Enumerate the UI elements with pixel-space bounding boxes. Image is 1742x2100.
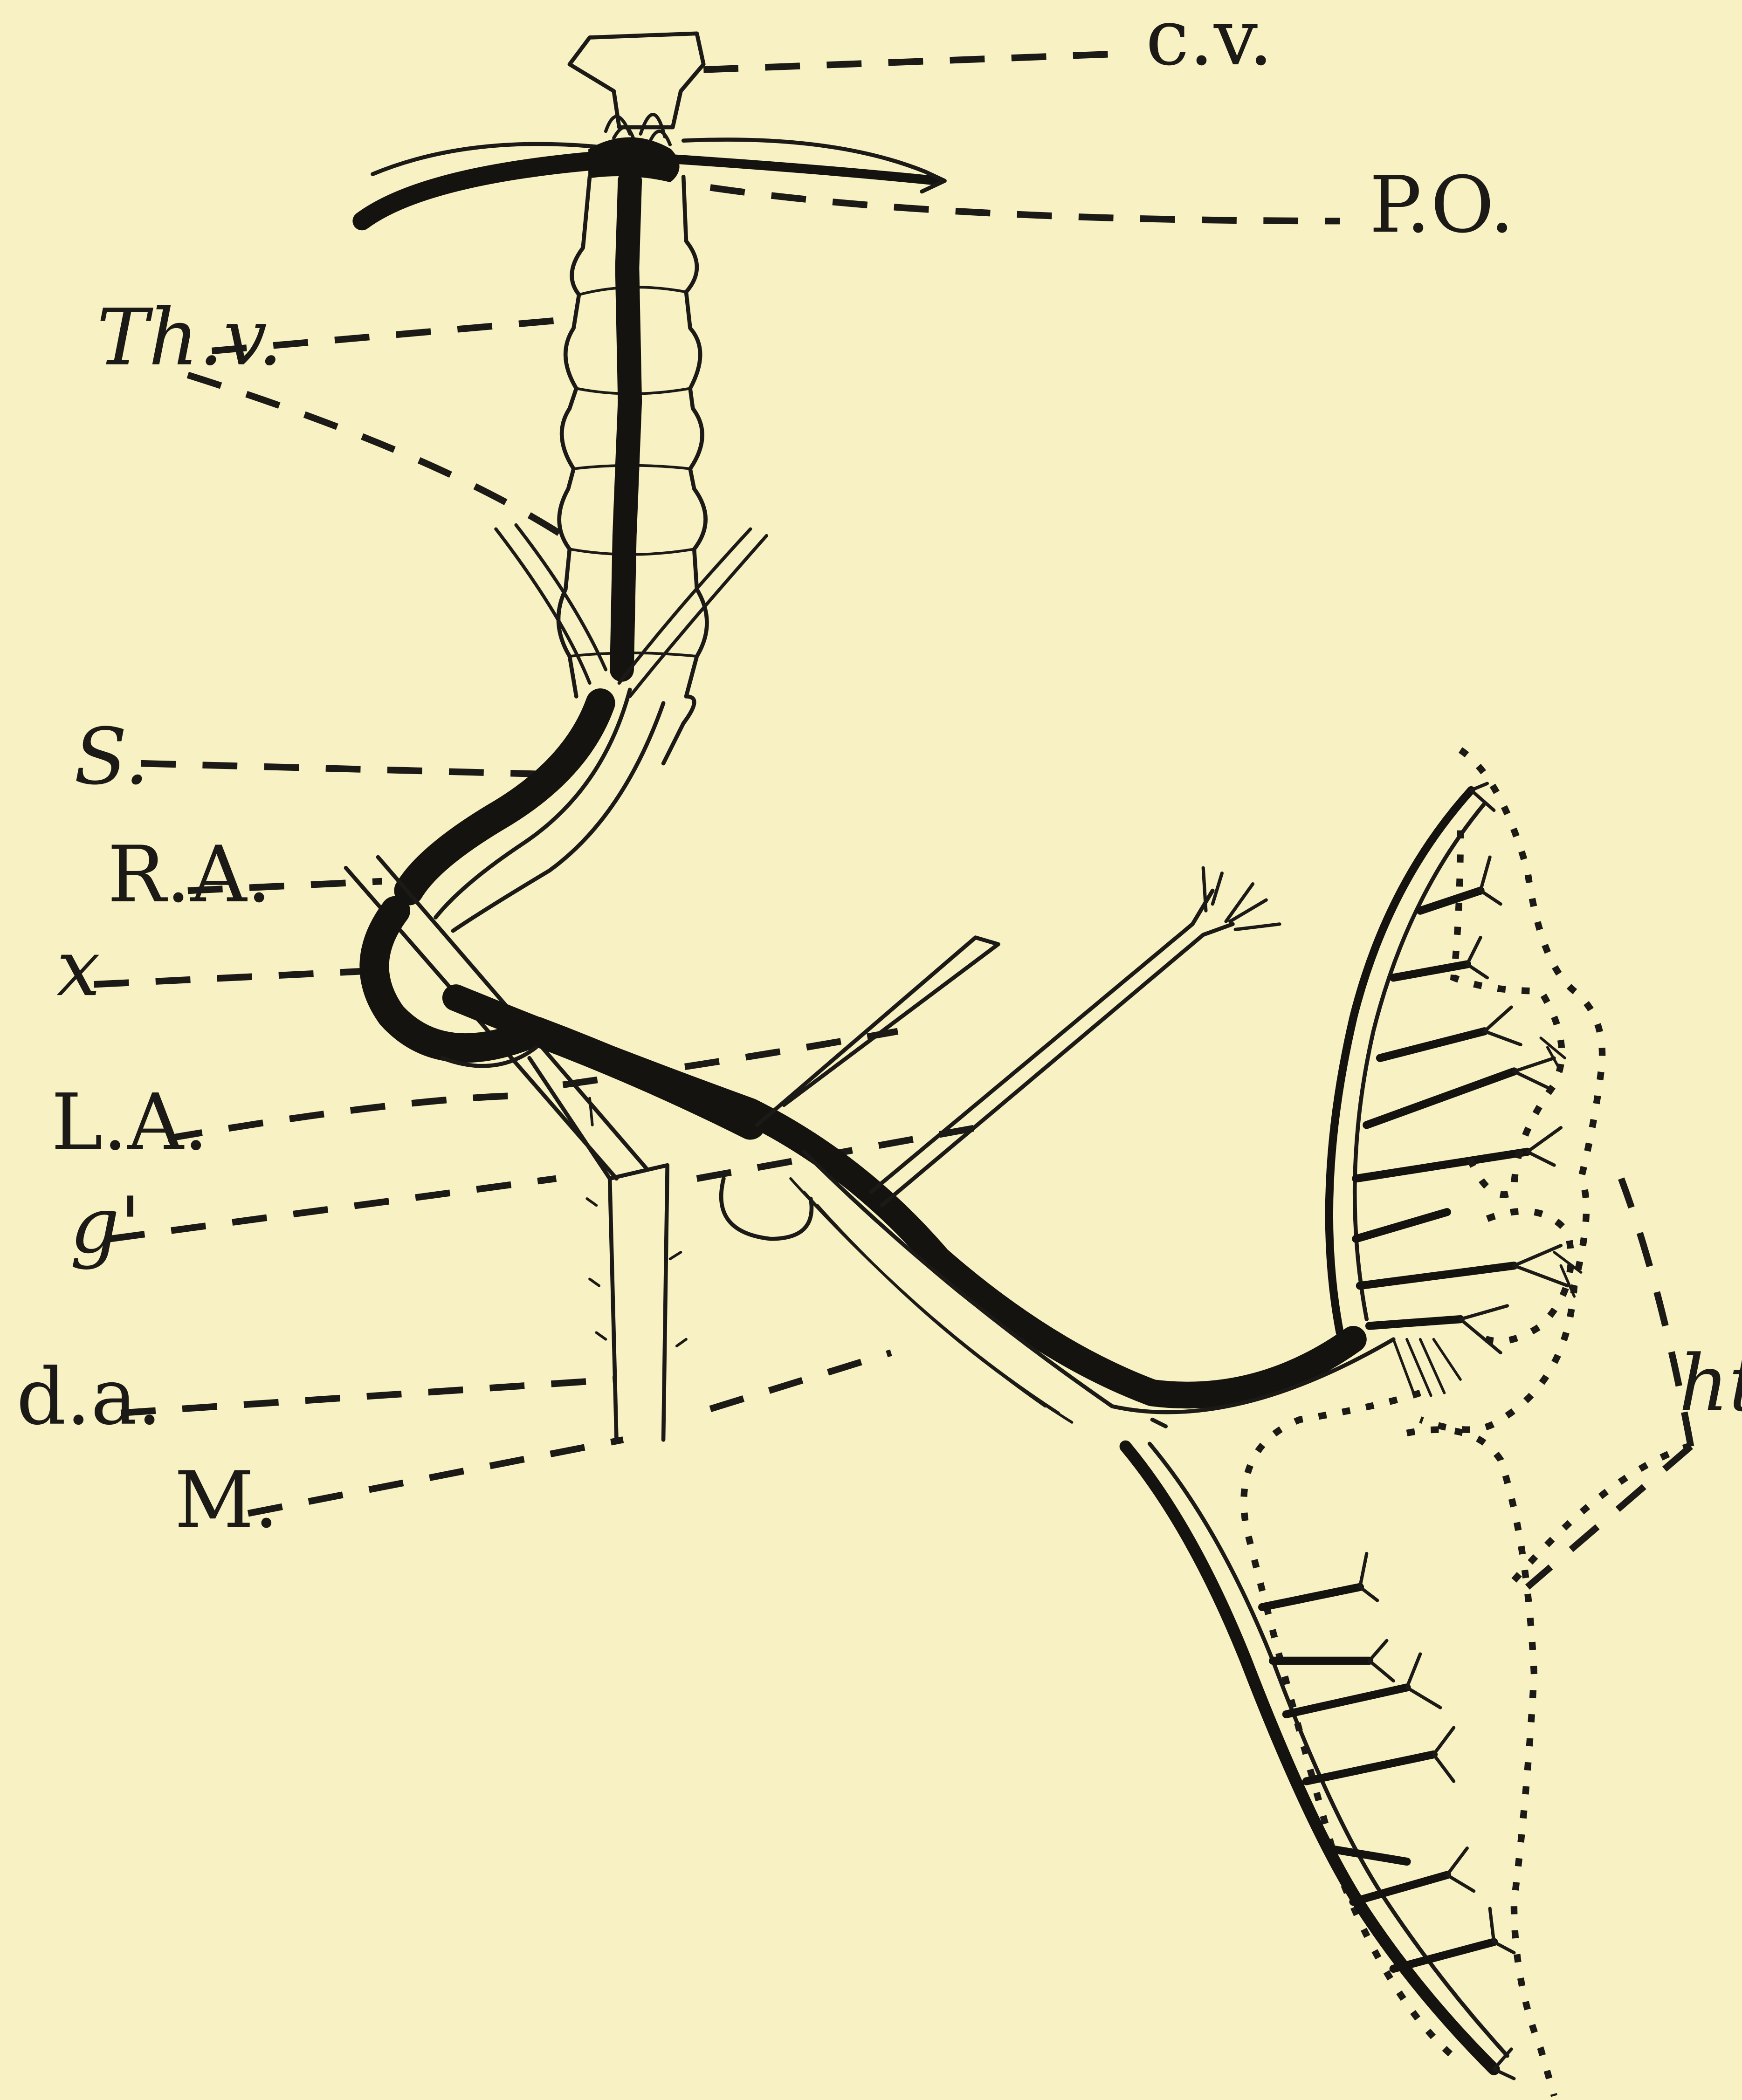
label-po: P.O. — [1370, 160, 1515, 250]
label-cv: c.v. — [1146, 0, 1274, 83]
label-thv: Th.v. — [96, 293, 282, 383]
diagonal-line-left — [496, 525, 606, 683]
main-vessel — [346, 690, 1393, 1422]
spine-central-vessel — [622, 181, 630, 670]
leader-po — [710, 187, 1340, 221]
label-la: L.A. — [51, 1077, 208, 1168]
leader-thv-lower — [188, 375, 574, 542]
vertebral-column — [558, 177, 707, 763]
outline-ht-lower — [1514, 1447, 1688, 1580]
leader-s — [141, 763, 543, 774]
upper-right-branches — [1329, 783, 1581, 1395]
leader-cv — [703, 54, 1125, 69]
leader-da — [121, 1352, 891, 1413]
cranial-vertebra — [570, 34, 703, 145]
spine-outline-right — [663, 177, 707, 763]
trunk-dark — [456, 998, 1353, 1395]
spine-outline-left — [558, 177, 590, 696]
trunk-striations — [791, 1179, 1072, 1422]
outline-inner-lower — [1474, 1211, 1571, 1341]
ur-side-branches — [1356, 891, 1528, 1326]
dotted-outlines — [1244, 750, 1688, 2096]
ur-stem-outline — [1355, 803, 1484, 1319]
cross-arms — [362, 138, 944, 221]
lower-stem-outline — [1150, 1444, 1507, 2056]
ur-main-stem — [1329, 790, 1471, 1332]
lower-connecting-line — [1152, 1420, 1166, 1426]
label-x: x — [56, 923, 100, 1014]
leader-lines — [94, 54, 1691, 1587]
leader-ht — [1528, 1179, 1691, 1587]
label-ht: ht — [1679, 1338, 1742, 1429]
label-s: S. — [74, 712, 149, 802]
label-da: d.a. — [16, 1352, 162, 1442]
la-branch-outline — [757, 938, 998, 1125]
label-g: g' — [70, 1180, 141, 1271]
leader-x — [94, 971, 369, 984]
cranial-plate-outline — [570, 34, 703, 127]
label-ra: R.A. — [107, 830, 271, 920]
thin-branch-tips — [1203, 868, 1280, 929]
da-ticks — [587, 1098, 686, 1346]
long-thin-branch — [871, 891, 1233, 1205]
leader-m — [248, 1440, 623, 1513]
s-curve-outline — [436, 690, 664, 931]
s-curve-dark — [409, 703, 600, 891]
label-m: M. — [174, 1455, 279, 1545]
lower-branches — [1126, 1420, 1514, 2079]
